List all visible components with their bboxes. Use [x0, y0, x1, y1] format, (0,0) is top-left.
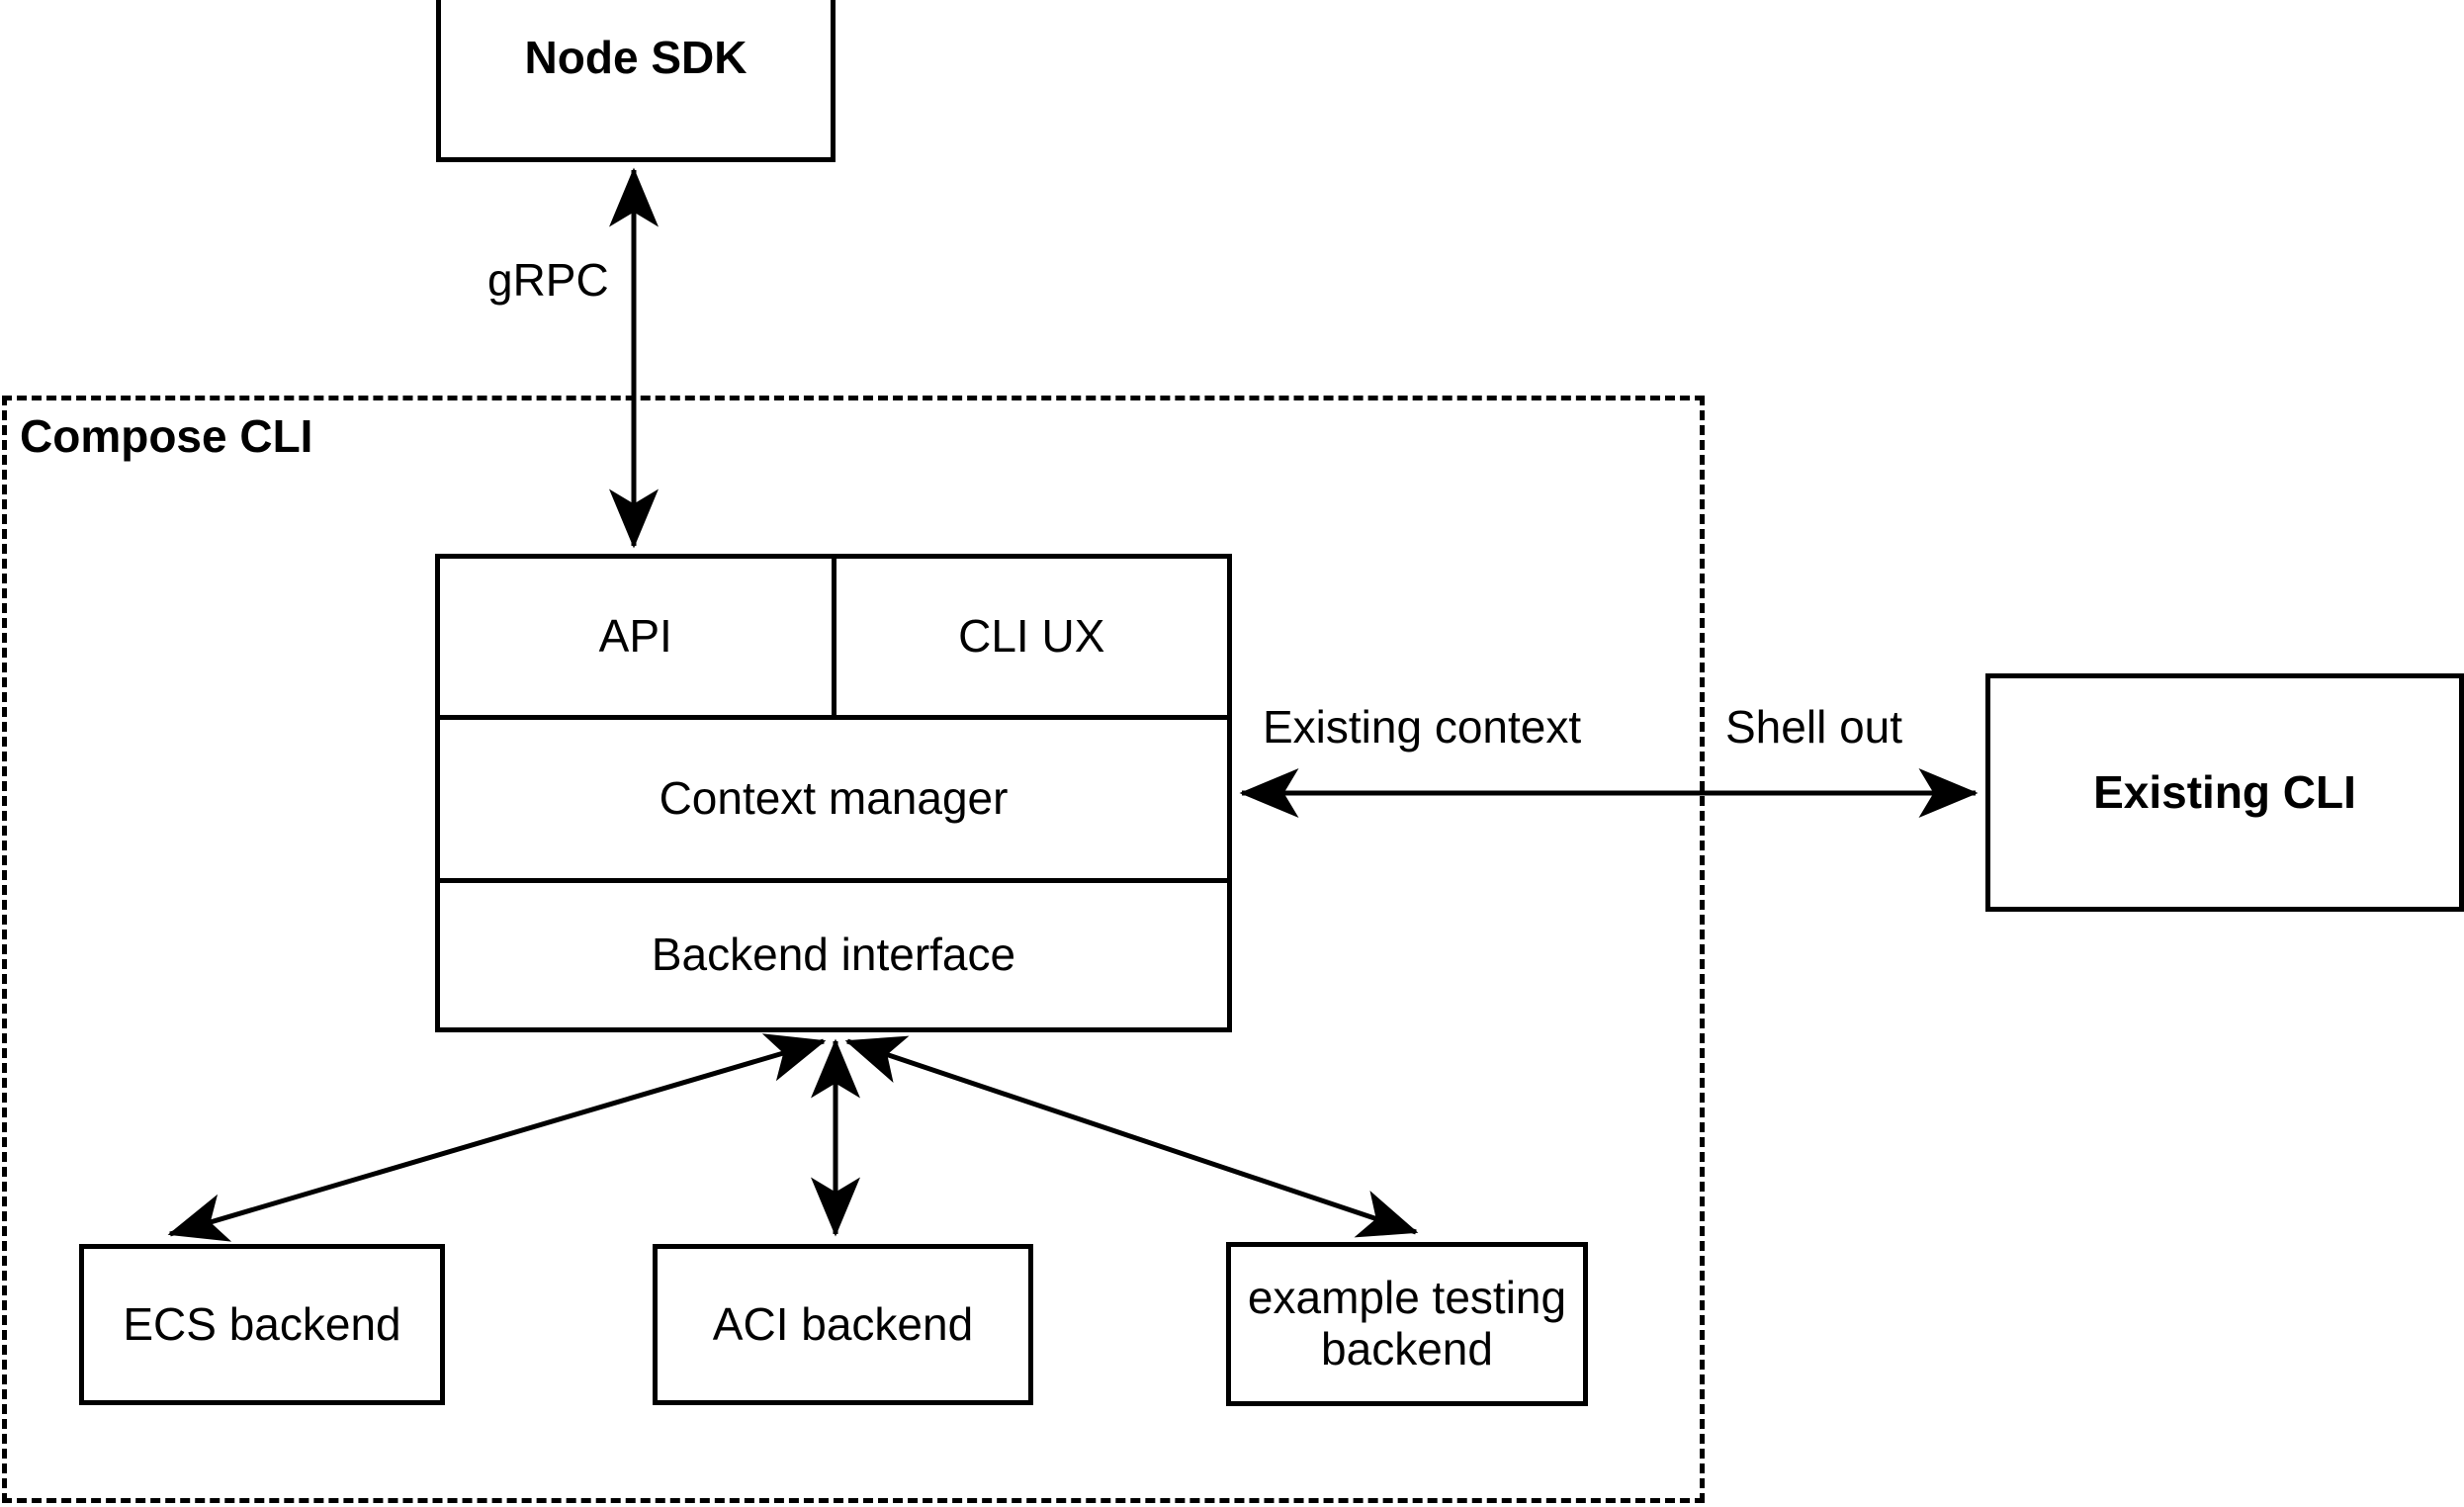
node-sdk-box: Node SDK — [436, 0, 836, 162]
compose-cli-group — [2, 396, 1705, 1503]
aci-backend-label: ACI backend — [712, 1297, 974, 1350]
edge-label-existing-context: Existing context — [1263, 701, 1582, 753]
node-sdk-label: Node SDK — [524, 32, 748, 84]
ecs-backend-box: ECS backend — [79, 1244, 445, 1405]
cli-ux-label: CLI UX — [958, 610, 1105, 663]
edge-label-grpc: gRPC — [487, 254, 609, 306]
core-row-top: API CLI UX — [440, 559, 1227, 720]
backend-interface-cell: Backend interface — [440, 883, 1227, 1027]
backend-interface-label: Backend interface — [651, 929, 1016, 981]
ecs-backend-label: ECS backend — [123, 1297, 401, 1350]
existing-cli-label: Existing CLI — [2093, 765, 2356, 818]
api-cell: API — [440, 559, 836, 715]
example-testing-backend-label: example testing backend — [1247, 1272, 1567, 1374]
edge-label-shell-out: Shell out — [1725, 701, 1903, 753]
aci-backend-box: ACI backend — [653, 1244, 1033, 1405]
compose-cli-group-label: Compose CLI — [20, 410, 313, 462]
core-stack: API CLI UX Context manager Backend inter… — [435, 554, 1232, 1032]
context-manager-cell: Context manager — [440, 720, 1227, 883]
api-label: API — [598, 610, 672, 663]
existing-cli-box: Existing CLI — [1985, 673, 2464, 912]
context-manager-label: Context manager — [659, 772, 1009, 825]
example-testing-backend-box: example testing backend — [1226, 1242, 1588, 1406]
cli-ux-cell: CLI UX — [836, 559, 1228, 715]
